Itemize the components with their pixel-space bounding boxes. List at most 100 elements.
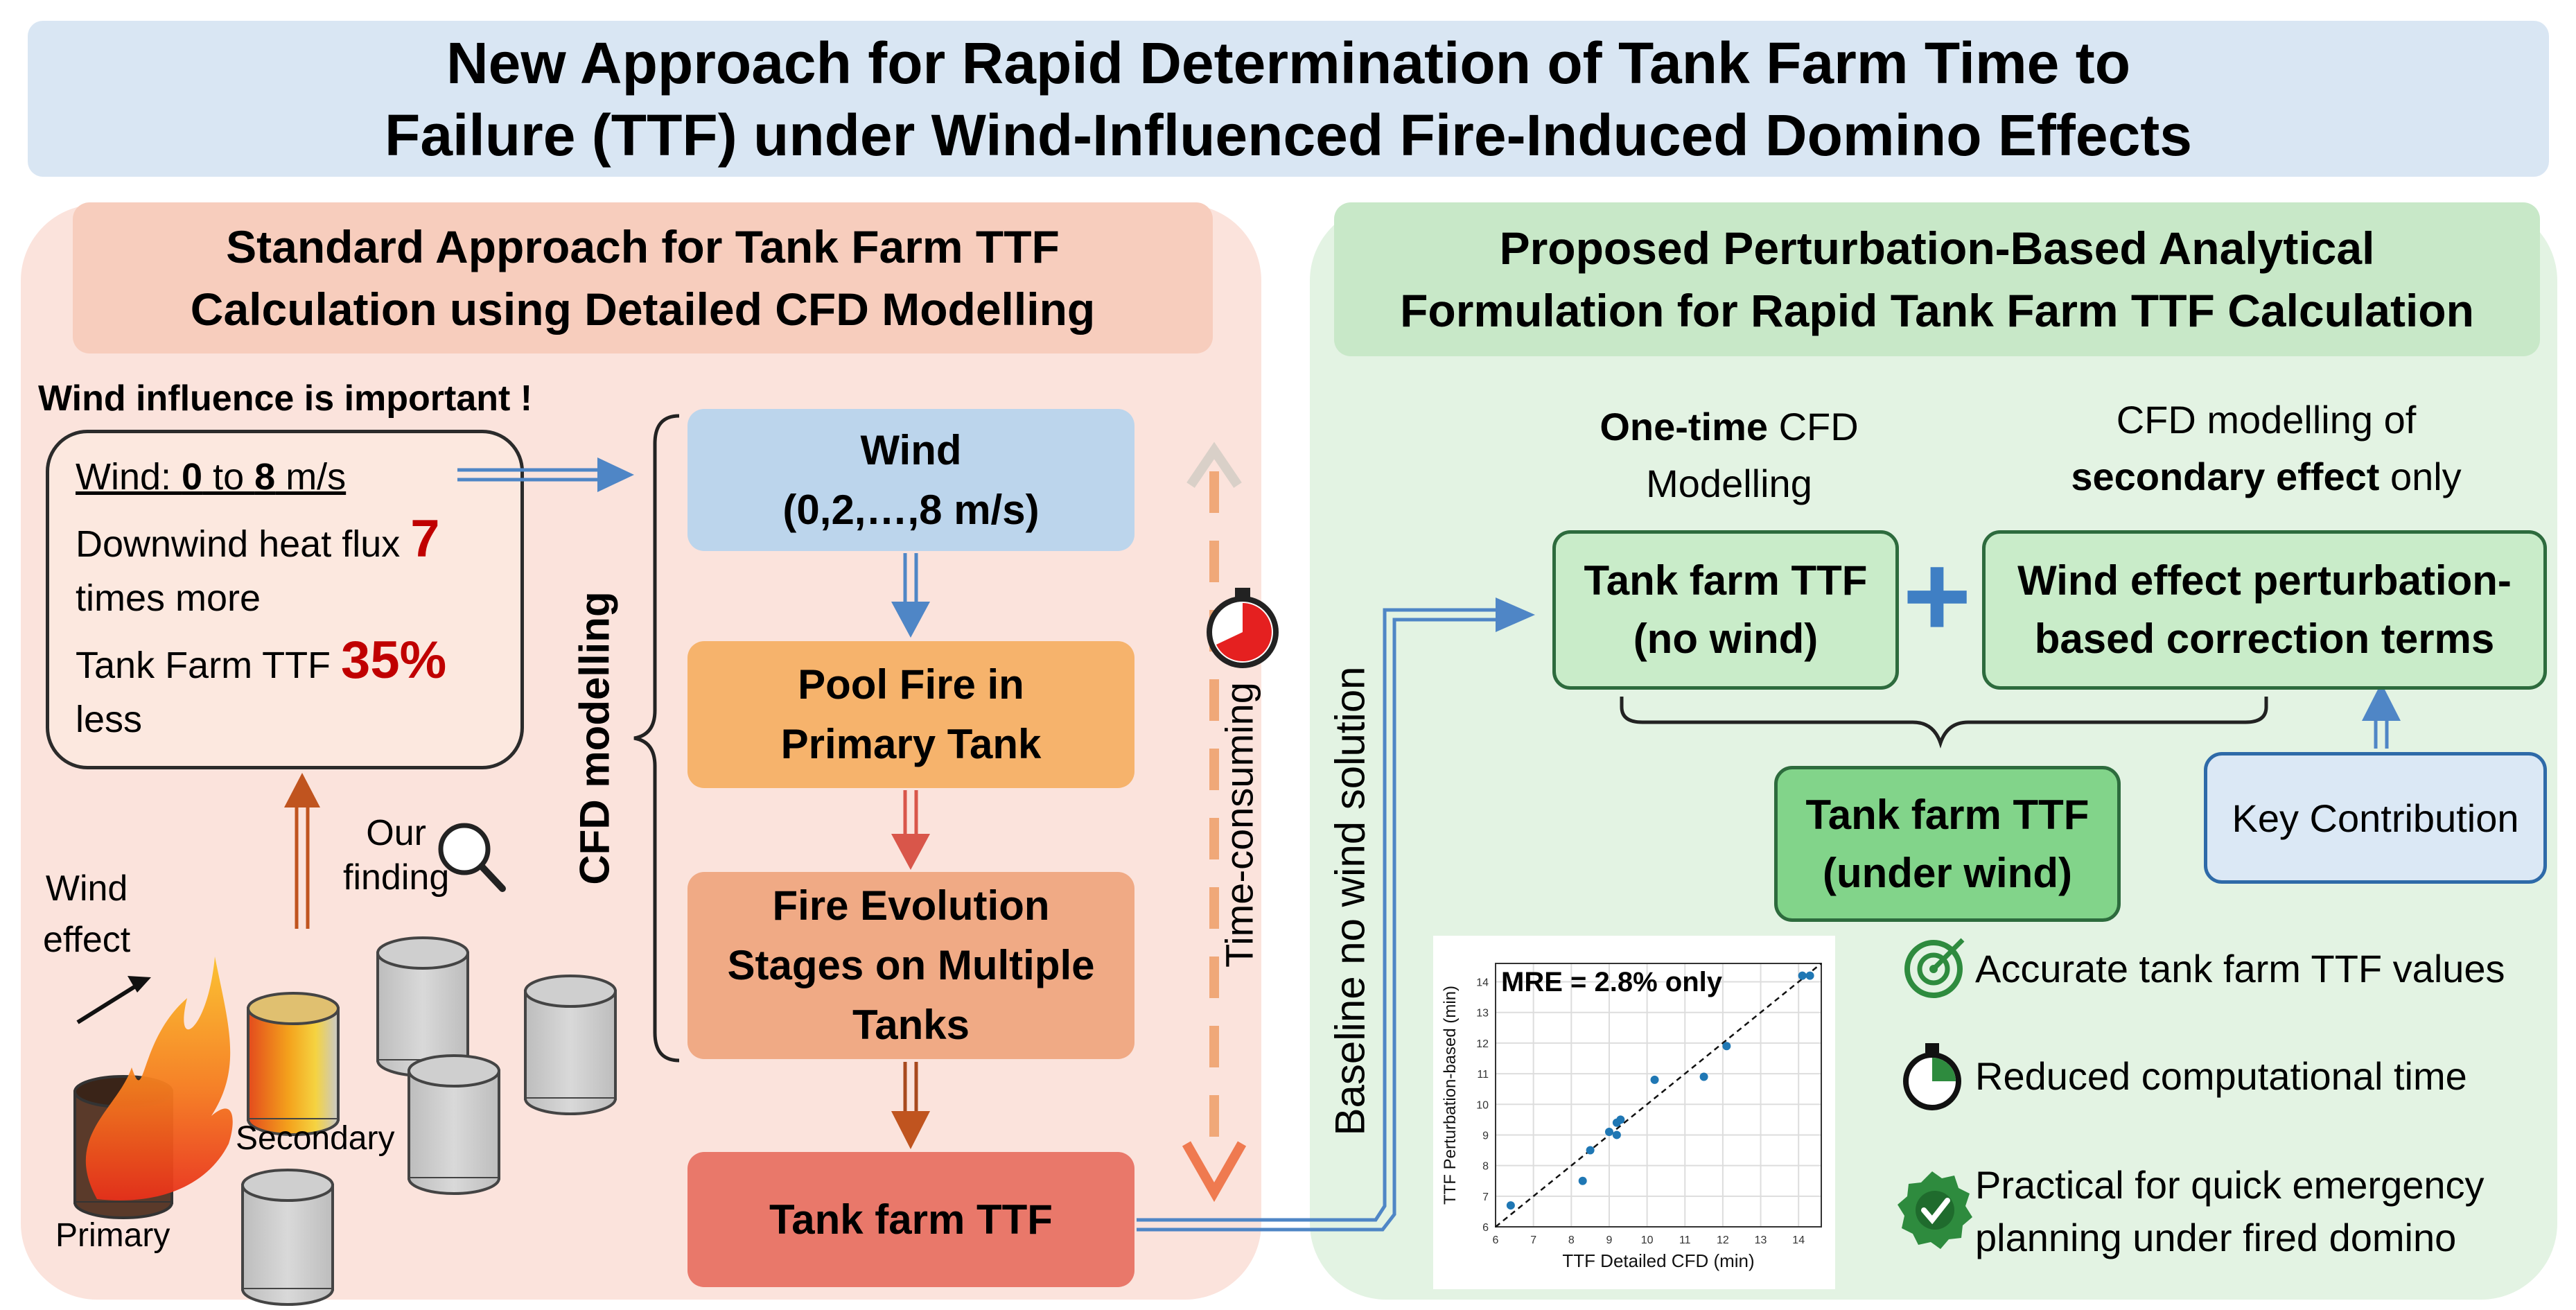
our-finding-line-2: finding	[343, 857, 450, 898]
feature-practical-line-2: planning under fired domino	[1975, 1216, 2457, 1259]
tank-farm-ttf-box: Tank farm TTF	[687, 1152, 1134, 1287]
title-banner	[28, 21, 2549, 177]
standard-approach-header: Standard Approach for Tank Farm TTF Calc…	[73, 202, 1213, 353]
secondary-tank-label: Secondary	[236, 1120, 395, 1157]
feature-practical-line-1: Practical for quick emergency	[1975, 1163, 2485, 1207]
feature-reduced-time: Reduced computational time	[1975, 1054, 2467, 1098]
fire-to-ttf-arrow	[891, 1062, 930, 1149]
chart-point	[1604, 1128, 1613, 1137]
chart-y-tick-label: 14	[1476, 977, 1489, 989]
pool-box-line-1: Pool Fire in	[798, 661, 1024, 708]
wind-effect-label: Wind effect	[43, 863, 130, 966]
combine-brace	[1620, 697, 2268, 749]
cfd-modelling-label: CFD modelling	[571, 591, 618, 885]
pool-fire-box: Pool Fire in Primary Tank	[687, 641, 1134, 788]
ttf-reduction-text: Tank Farm TTF	[76, 645, 342, 686]
chart-y-axis-label: TTF Perturbation-based (min)	[1441, 986, 1460, 1205]
wind-influence-box: Wind: 0 to 8 m/s Downwind heat flux 7 ti…	[46, 430, 524, 769]
chart-y-tick-label: 11	[1477, 1069, 1489, 1081]
chart-y-tick-label: 10	[1476, 1099, 1489, 1111]
chart-y-tick-label: 7	[1482, 1191, 1489, 1203]
wind-effect-line-2: effect	[43, 920, 131, 960]
secondary-bold: secondary effect	[2071, 455, 2380, 498]
chart-x-tick-label: 7	[1530, 1234, 1536, 1246]
chart-point	[1722, 1042, 1731, 1051]
downwind-tail: times more	[76, 577, 261, 619]
chart-point	[1805, 971, 1814, 980]
target-icon	[1904, 938, 1965, 998]
our-finding-line-1: Our	[366, 813, 426, 853]
title-line-2: Failure (TTF) under Wind-Influenced Fire…	[385, 102, 2192, 168]
chart-point	[1699, 1072, 1708, 1081]
wind-range-from: 0	[182, 456, 203, 498]
chart-reference-line	[1495, 963, 1822, 1228]
wind-range-to-word: to	[202, 456, 255, 498]
title-line-1: New Approach for Rapid Determination of …	[446, 30, 2131, 96]
chart-y-tick-label: 8	[1482, 1161, 1489, 1173]
one-time-cfd-label: One-time CFD Modelling	[1535, 399, 1923, 512]
wind-effect-arrow	[76, 976, 151, 1024]
wind-to-pool-arrow	[891, 553, 930, 638]
chart-y-tick-label: 6	[1482, 1222, 1489, 1234]
one-time-line-2: Modelling	[1646, 462, 1812, 505]
flame-icon	[85, 957, 233, 1200]
correction-line-2: based correction terms	[2034, 615, 2495, 662]
chart-x-tick-label: 8	[1568, 1234, 1575, 1246]
downwind-value: 7	[410, 509, 440, 568]
secondary-cfd-label: CFD modelling of secondary effect only	[2010, 392, 2523, 505]
chart-point	[1612, 1130, 1621, 1139]
fire-box-line-1: Fire Evolution	[772, 882, 1050, 929]
wind-range-unit: m/s	[275, 456, 347, 498]
key-contribution-box: Key Contribution	[2204, 752, 2547, 884]
downwind-text: Downwind heat flux	[76, 523, 411, 565]
chart-y-tick-label: 13	[1476, 1008, 1489, 1020]
tank-4	[241, 1169, 334, 1306]
key-contribution-arrow	[2362, 683, 2401, 749]
proposed-approach-header: Proposed Perturbation-Based Analytical F…	[1334, 202, 2540, 356]
ttf-under-wind-box: Tank farm TTF (under wind)	[1774, 766, 2121, 922]
info-to-wind-arrow	[457, 457, 634, 492]
pool-box-line-2: Primary Tank	[780, 721, 1042, 767]
chart-point	[1586, 1146, 1595, 1155]
correction-terms-box: Wind effect perturbation- based correcti…	[1982, 530, 2547, 690]
chart-x-tick-label: 9	[1606, 1234, 1613, 1246]
chart-x-tick-label: 10	[1641, 1234, 1654, 1246]
wind-influence-note: Wind influence is important !	[38, 378, 533, 419]
magnifier-icon	[438, 823, 506, 892]
chart-y-tick-label: 9	[1482, 1130, 1489, 1142]
ttf-reduction-line: Tank Farm TTF 35%	[76, 631, 446, 695]
secondary-rest: only	[2379, 455, 2462, 498]
stopwatch-icon	[1207, 588, 1279, 668]
chart-x-tick-label: 11	[1679, 1234, 1691, 1246]
secondary-line-1: CFD modelling of	[2116, 398, 2417, 442]
ttf-under-wind-line-2: (under wind)	[1823, 849, 2072, 896]
wind-box-line-1: Wind	[860, 426, 962, 473]
chart-point	[1506, 1201, 1515, 1210]
ttf-reduction-tail: less	[76, 699, 143, 740]
baseline-connector	[1137, 597, 1535, 1232]
time-consuming-label: Time-consuming	[1217, 682, 1261, 968]
chart-point	[1578, 1176, 1587, 1185]
right-header-line-1: Proposed Perturbation-Based Analytical	[1499, 222, 2375, 274]
left-header-line-1: Standard Approach for Tank Farm TTF	[226, 221, 1060, 272]
chart-x-tick-label: 14	[1792, 1234, 1805, 1246]
ttf-no-wind-box: Tank farm TTF (no wind)	[1552, 530, 1899, 690]
chart-plot-area	[1495, 963, 1822, 1228]
page-title: New Approach for Rapid Determination of …	[28, 21, 2549, 177]
check-badge-icon	[1898, 1171, 1972, 1249]
one-time-rest: CFD	[1768, 405, 1859, 448]
correction-line-1: Wind effect perturbation-	[2017, 557, 2512, 604]
wind-range-line: Wind: 0 to 8 m/s	[76, 447, 346, 507]
chart-title: MRE = 2.8% only	[1501, 967, 1723, 997]
finding-arrow	[284, 773, 320, 929]
fire-evolution-box: Fire Evolution Stages on Multiple Tanks	[687, 872, 1134, 1059]
chart-point	[1798, 971, 1807, 980]
secondary-tank	[247, 992, 340, 1136]
time-consuming-arrow	[1182, 442, 1247, 1203]
one-time-bold: One-time	[1600, 405, 1769, 448]
right-header-line-2: Formulation for Rapid Tank Farm TTF Calc…	[1400, 285, 2474, 336]
chart-x-tick-label: 12	[1717, 1234, 1729, 1246]
downwind-line: Downwind heat flux 7	[76, 509, 440, 574]
